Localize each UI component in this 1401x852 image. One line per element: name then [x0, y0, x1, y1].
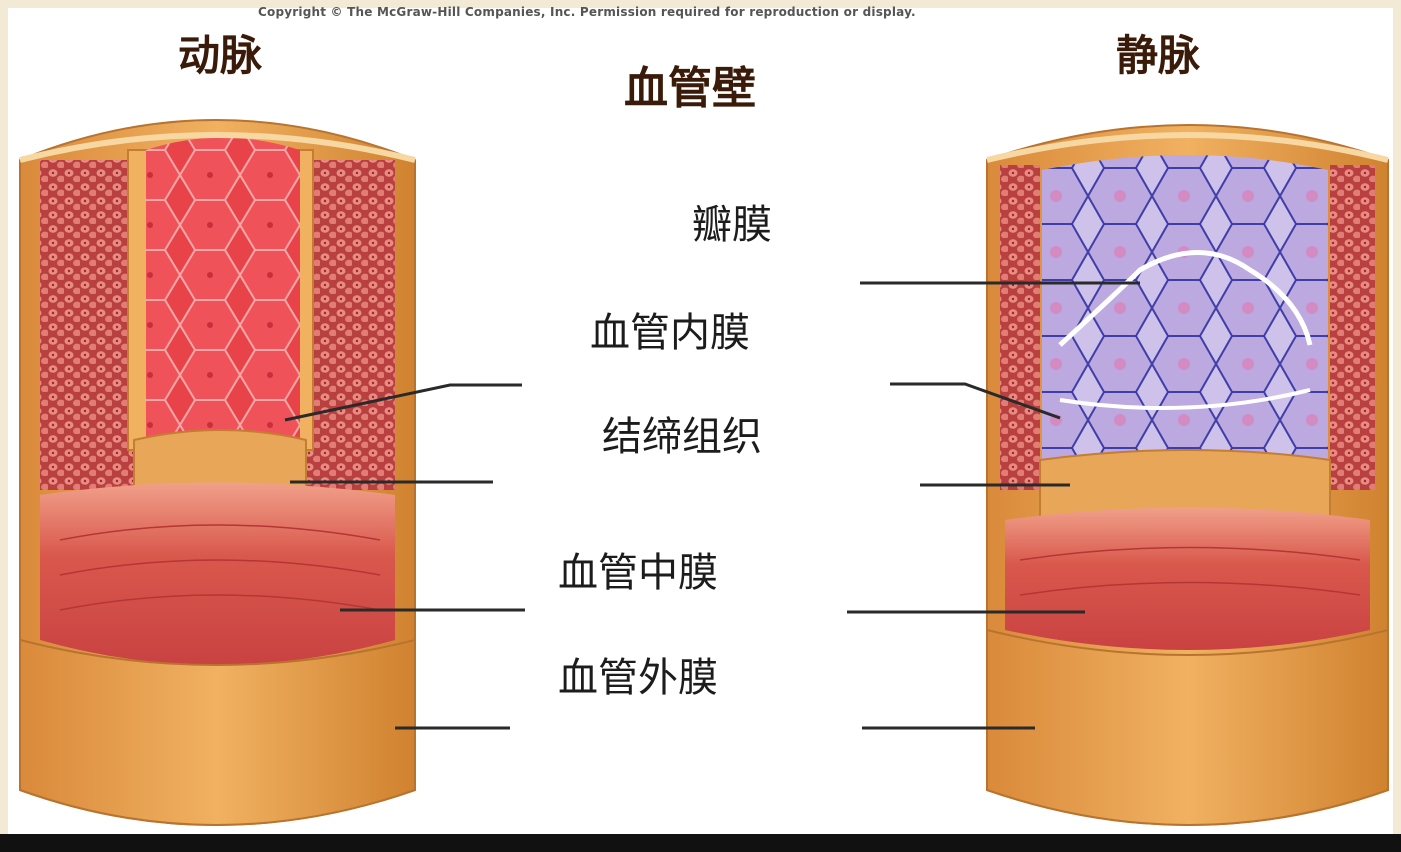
vein-title: 静脉	[1116, 22, 1200, 83]
artery-title: 动脉	[178, 22, 262, 83]
vessel-wall-title: 血管壁	[624, 52, 756, 116]
label-tunica-media: 血管中膜	[558, 540, 718, 598]
label-tunica-intima: 血管内膜	[590, 300, 750, 358]
artery-illustration	[20, 120, 415, 825]
copyright-notice: Copyright © The McGraw-Hill Companies, I…	[258, 5, 916, 19]
vein-illustration	[987, 125, 1388, 825]
label-valve: 瓣膜	[692, 192, 772, 250]
label-connective-tissue: 结缔组织	[602, 404, 762, 462]
label-tunica-externa: 血管外膜	[558, 645, 718, 703]
